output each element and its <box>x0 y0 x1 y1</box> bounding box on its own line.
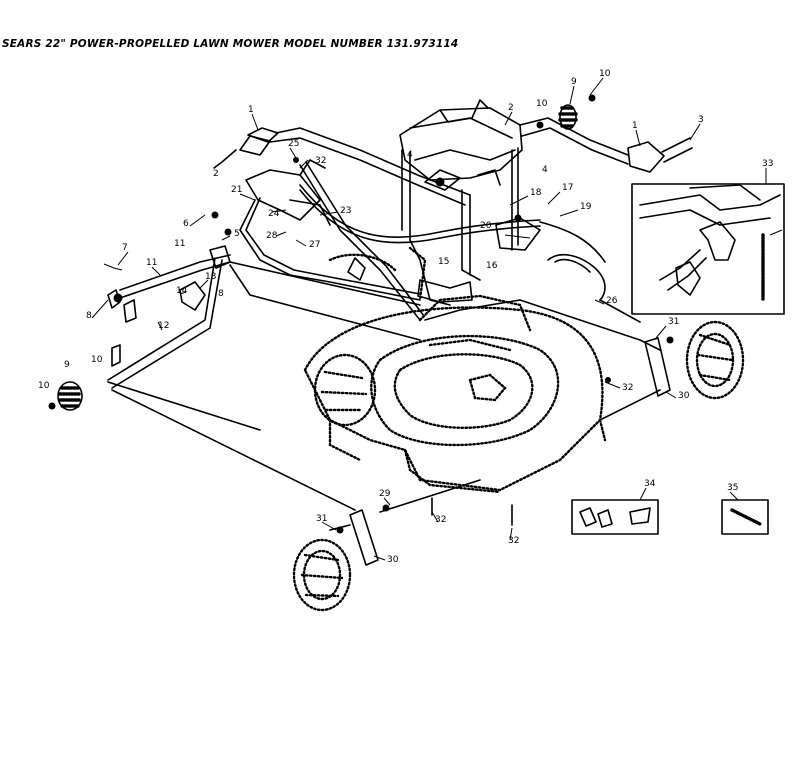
label-p14: 14 <box>176 286 188 296</box>
label-p2a: 2 <box>213 169 219 179</box>
parts-box-35 <box>721 499 769 535</box>
label-p4a: 4 <box>407 150 413 160</box>
label-p32c: 32 <box>435 515 446 525</box>
label-p3: 3 <box>698 115 704 125</box>
label-p13: 13 <box>205 272 216 282</box>
label-p29: 29 <box>379 489 391 499</box>
diagram-title: SEARS 22" POWER-PROPELLED LAWN MOWER MOD… <box>2 38 459 50</box>
label-p23: 23 <box>340 206 351 216</box>
label-p18: 18 <box>530 188 542 198</box>
label-p7: 7 <box>122 243 128 253</box>
label-p16: 16 <box>486 261 498 271</box>
label-p6: 6 <box>183 219 189 229</box>
label-p24: 24 <box>268 209 280 219</box>
wheel-front-left <box>57 381 83 411</box>
label-p9a: 9 <box>571 77 577 87</box>
part-labels: 1 2 2 1 3 9 10 10 33 25 32 4 4 21 24 23 … <box>38 69 773 565</box>
label-p21: 21 <box>231 185 242 195</box>
label-p33a: 33 <box>762 159 773 169</box>
label-p9b: 9 <box>64 360 70 370</box>
label-p32a: 32 <box>315 156 326 166</box>
label-p26: 26 <box>606 296 618 306</box>
left-axle-assembly <box>103 245 421 511</box>
label-p35: 35 <box>727 483 738 493</box>
label-p27: 27 <box>309 240 320 250</box>
label-p8a: 8 <box>218 289 224 299</box>
label-p31b: 31 <box>316 514 327 524</box>
wheels <box>57 104 745 612</box>
deck-engine <box>303 246 607 494</box>
wheel-rear-right-upper <box>558 104 578 130</box>
label-p19: 19 <box>580 202 592 212</box>
label-p4b: 4 <box>542 165 548 175</box>
inset-handle-detail <box>631 183 785 315</box>
label-p10a: 10 <box>599 69 611 79</box>
wheel-front-bottom <box>292 538 352 612</box>
label-p34: 34 <box>644 479 656 489</box>
label-p8b: 8 <box>86 311 92 321</box>
label-p1b: 1 <box>632 121 638 131</box>
label-p10d: 10 <box>38 381 50 391</box>
label-p32b: 32 <box>622 383 633 393</box>
label-p30b: 30 <box>387 555 399 565</box>
label-p20: 20 <box>480 221 492 231</box>
label-p5: 5 <box>234 229 240 239</box>
label-p32d: 32 <box>508 536 519 546</box>
wheel-rear-right <box>685 320 745 400</box>
handle-assembly <box>213 99 693 323</box>
label-p17: 17 <box>562 183 573 193</box>
label-p30a: 30 <box>678 391 690 401</box>
label-p11: 11 <box>146 258 157 268</box>
label-p10b: 10 <box>536 99 548 109</box>
label-p15: 15 <box>438 257 449 267</box>
label-p28: 28 <box>266 231 278 241</box>
label-p31a: 31 <box>668 317 679 327</box>
label-p10c: 10 <box>91 355 103 365</box>
parts-box-34 <box>571 499 659 535</box>
label-p25: 25 <box>288 139 299 149</box>
label-p2b: 2 <box>508 103 514 113</box>
label-p11b: 11 <box>174 239 185 249</box>
hardware-bits <box>48 94 674 534</box>
label-p1a: 1 <box>248 105 254 115</box>
label-p12: 12 <box>158 321 169 331</box>
rear-axle-lines <box>229 264 671 566</box>
leader-lines <box>91 77 767 561</box>
wheel-deck-left <box>313 353 377 427</box>
